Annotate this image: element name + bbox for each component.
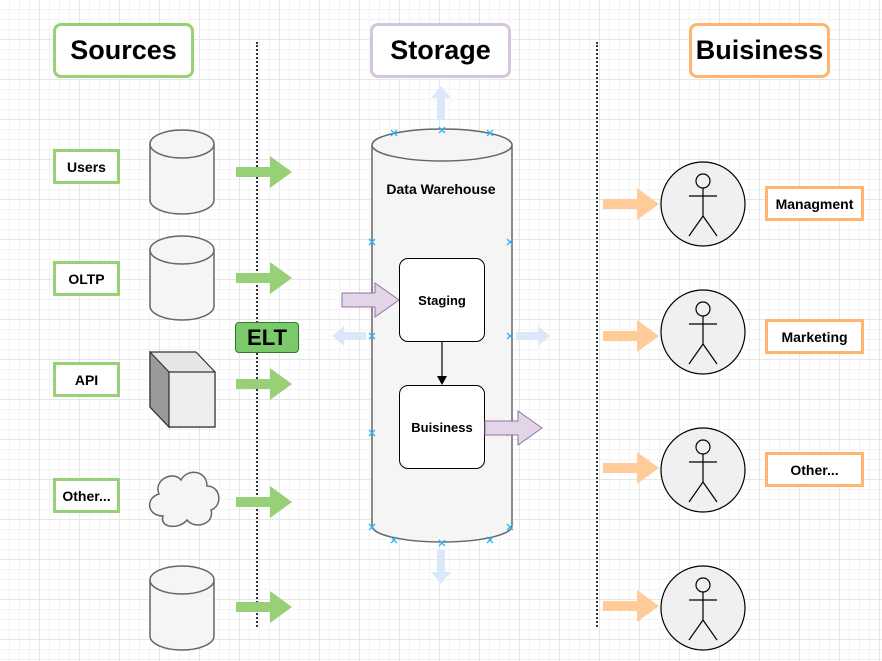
person-icon <box>660 427 746 513</box>
arrow-right-icon <box>236 262 292 294</box>
storage-header: Storage <box>370 23 511 78</box>
elt-label: ELT <box>235 322 299 353</box>
database-icon <box>149 565 215 651</box>
arrow-right-icon <box>603 320 659 352</box>
arrow-right-icon <box>603 188 659 220</box>
arrow-right-icon <box>236 156 292 188</box>
database-icon <box>149 129 215 215</box>
database-icon <box>149 235 215 321</box>
consumer-other-label: Other... <box>765 452 864 487</box>
sources-header: Sources <box>53 23 194 78</box>
business-node[interactable]: Buisiness <box>399 385 485 469</box>
staging-node[interactable]: Staging <box>399 258 485 342</box>
source-api-label: API <box>53 362 120 397</box>
arrow-left-icon <box>332 326 366 346</box>
arrow-right-icon <box>603 452 659 484</box>
person-icon <box>660 565 746 651</box>
source-oltp-label: OLTP <box>53 261 120 296</box>
source-users-label: Users <box>53 149 120 184</box>
cube-icon <box>149 350 216 429</box>
connector-arrow-down <box>437 342 447 385</box>
warehouse-title: Data Warehouse <box>386 181 496 197</box>
consumer-management-label: Managment <box>765 186 864 221</box>
arrow-down-icon <box>431 550 451 584</box>
arrow-right-icon <box>516 326 550 346</box>
arrow-right-icon <box>236 486 292 518</box>
right-divider <box>596 42 598 627</box>
arrow-right-icon <box>341 282 400 318</box>
arrow-right-icon <box>603 590 659 622</box>
arrow-up-icon <box>431 86 451 120</box>
arrow-right-icon <box>236 368 292 400</box>
business-header: Buisiness <box>689 23 830 78</box>
source-other-label: Other... <box>53 478 120 513</box>
cloud-icon <box>149 471 220 528</box>
arrow-right-icon <box>236 591 292 623</box>
person-icon <box>660 161 746 247</box>
person-icon <box>660 289 746 375</box>
arrow-right-icon <box>484 410 543 446</box>
consumer-marketing-label: Marketing <box>765 319 864 354</box>
